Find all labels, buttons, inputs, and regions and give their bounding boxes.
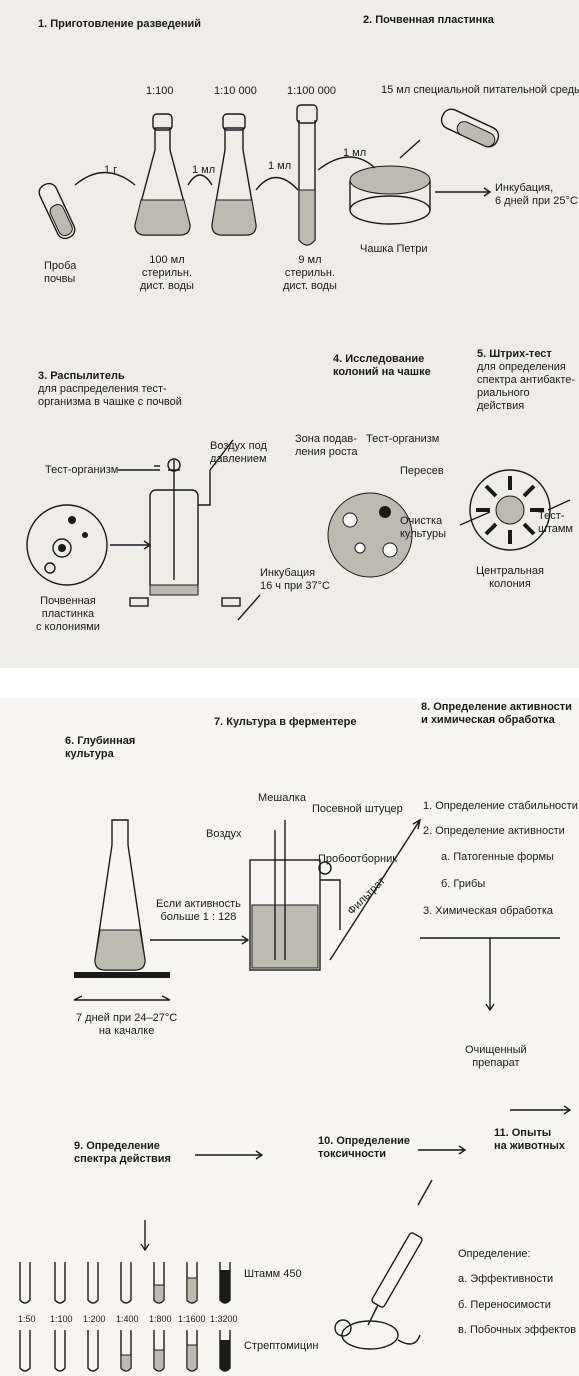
- dilution-label: 1:100: [50, 1313, 73, 1326]
- test-organism-label: Тест-организм: [366, 433, 439, 446]
- syringe-icon: [368, 1180, 432, 1325]
- dilution-label: 1:400: [116, 1313, 139, 1326]
- dilution-label: 1:50: [18, 1313, 36, 1326]
- sampler-label: Пробоотборник: [318, 853, 397, 866]
- section-2-title: 2. Почвенная пластинка: [363, 14, 494, 27]
- dilution-label: 1:200: [83, 1313, 106, 1326]
- tubes-row-1: [20, 1262, 230, 1303]
- test-tube-icon: [297, 105, 317, 245]
- test-organism-label: Тест-организм: [45, 464, 118, 477]
- stirrer-label: Мешалка: [258, 792, 306, 805]
- pouring-tube-icon: [439, 106, 502, 149]
- flask-icon: [212, 114, 256, 235]
- petri-dish-icon: [350, 166, 430, 224]
- incubation-label: Инкубация, 6 дней при 25°С: [495, 182, 578, 208]
- determination-a: а. Эффективности: [458, 1273, 553, 1286]
- section-11-title: 11. Опыты на животных: [494, 1127, 565, 1153]
- incubation-label: Инкубация 16 ч при 37°С: [260, 567, 330, 593]
- sprayer-icon: [130, 459, 240, 606]
- inoculation-port-label: Посевной штуцер: [312, 803, 403, 816]
- fermenter-icon: [250, 820, 340, 970]
- list-item-2: 2. Определение активности: [423, 825, 565, 838]
- activity-condition-label: Если активность больше 1 : 128: [156, 898, 241, 924]
- dilution-label: 1:800: [149, 1313, 172, 1326]
- air-pressure-label: Воздух под давлением: [210, 440, 267, 466]
- section-10-title: 10. Определение токсичности: [318, 1135, 410, 1161]
- arrows: [141, 820, 570, 1250]
- mouse-icon: [335, 1320, 420, 1349]
- amount-label: 1 мл: [268, 160, 291, 173]
- list-item-2a: а. Патогенные формы: [441, 851, 554, 864]
- air-label: Воздух: [206, 828, 242, 841]
- section-5-title: 5. Штрих-тест: [477, 348, 552, 361]
- soil-plate-label: Почвенная пластинка с колониями: [36, 595, 100, 634]
- list-item-2b: б. Грибы: [441, 878, 485, 891]
- section-9-title: 9. Определение спектра действия: [74, 1140, 171, 1166]
- dilution-label: 1:100 000: [287, 85, 336, 98]
- zone-label: Зона подав- ления роста: [295, 433, 358, 459]
- purified-label: Очищенный препарат: [465, 1044, 527, 1070]
- petri-label: Чашка Петри: [360, 243, 427, 256]
- section-4-title: 4. Исследование колоний на чашке: [333, 353, 431, 379]
- strain-450-label: Штамм 450: [244, 1268, 302, 1281]
- flask-water-label: 100 мл стерильн. дист. воды: [140, 254, 194, 293]
- purification-label: Очистка культуры: [400, 515, 446, 541]
- determination-c: в. Побочных эффектов: [458, 1324, 576, 1337]
- list-item-3: 3. Химическая обработка: [423, 905, 553, 918]
- medium-label: 15 мл специальной питательной среды: [381, 84, 579, 97]
- streptomycin-label: Стрептомицин: [244, 1340, 318, 1353]
- dilution-label: 1:10 000: [214, 85, 257, 98]
- amount-label: 1 мл: [343, 147, 366, 160]
- amount-label: 1 г: [104, 164, 117, 177]
- central-colony-label: Центральная колония: [476, 565, 544, 591]
- flask-icon: [135, 114, 190, 235]
- test-strain-label: Тест- штамм: [538, 510, 573, 536]
- section-1-title: 1. Приготовление разведений: [38, 18, 201, 31]
- section-6-title: 6. Глубинная культура: [65, 735, 135, 761]
- tubes-row-2: [20, 1330, 230, 1371]
- tube-water-label: 9 мл стерильн. дист. воды: [283, 254, 337, 293]
- determination-b: б. Переносимости: [458, 1299, 551, 1312]
- reseed-label: Пересев: [400, 465, 444, 478]
- list-item-1: 1. Определение стабильности: [423, 800, 578, 813]
- dilution-label: 1:100: [146, 85, 174, 98]
- soil-plate-colonies-icon: [27, 505, 107, 585]
- dilution-label: 1:3200: [210, 1313, 238, 1326]
- section-7-title: 7. Культура в ферментере: [214, 716, 356, 729]
- section-3-desc: для распределения тест- организма в чашк…: [38, 383, 182, 409]
- dilution-label: 1:1600: [178, 1313, 206, 1326]
- soil-sample-tube-icon: [37, 181, 78, 241]
- sample-label: Проба почвы: [44, 260, 76, 286]
- amount-label: 1 мл: [192, 164, 215, 177]
- section-3-title: 3. Распылитель: [38, 370, 125, 383]
- determination-label: Определение:: [458, 1248, 531, 1261]
- shaker-label: 7 дней при 24–27°С на качалке: [76, 1012, 177, 1038]
- section-8-title: 8. Определение активности и химическая о…: [421, 701, 572, 727]
- section-5-desc: для определения спектра антибакте- риаль…: [477, 361, 575, 413]
